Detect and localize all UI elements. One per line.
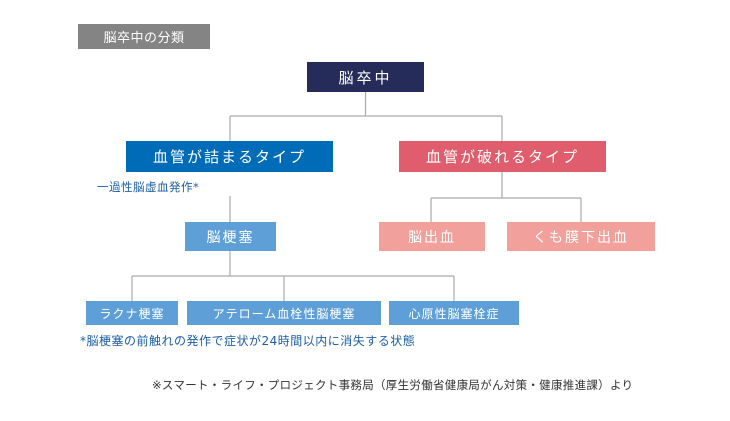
section-title: 脳卒中の分類 — [78, 24, 210, 49]
node-atherothrombotic-infarction: アテローム血栓性脳梗塞 — [187, 301, 381, 325]
source-note: ※スマート・ライフ・プロジェクト事務局（厚生労働省健康局がん対策・健康推進課）よ… — [152, 378, 634, 392]
tia-note: 一過性脳虚血発作* — [97, 180, 200, 194]
node-subarachnoid-hemorrhage: くも膜下出血 — [507, 222, 655, 251]
node-ischemic-type: 血管が詰まるタイプ — [126, 141, 333, 172]
node-hemorrhagic-type: 血管が破れるタイプ — [399, 141, 606, 172]
node-cerebral-infarction: 脳梗塞 — [185, 222, 276, 251]
node-stroke: 脳卒中 — [307, 62, 424, 92]
tia-footnote: *脳梗塞の前触れの発作で症状が24時間以内に消失する状態 — [80, 334, 416, 348]
node-lacunar-infarction: ラクナ梗塞 — [86, 301, 178, 325]
node-cardioembolic-stroke: 心原性脳塞栓症 — [389, 301, 519, 325]
node-intracerebral-hemorrhage: 脳出血 — [379, 222, 485, 251]
